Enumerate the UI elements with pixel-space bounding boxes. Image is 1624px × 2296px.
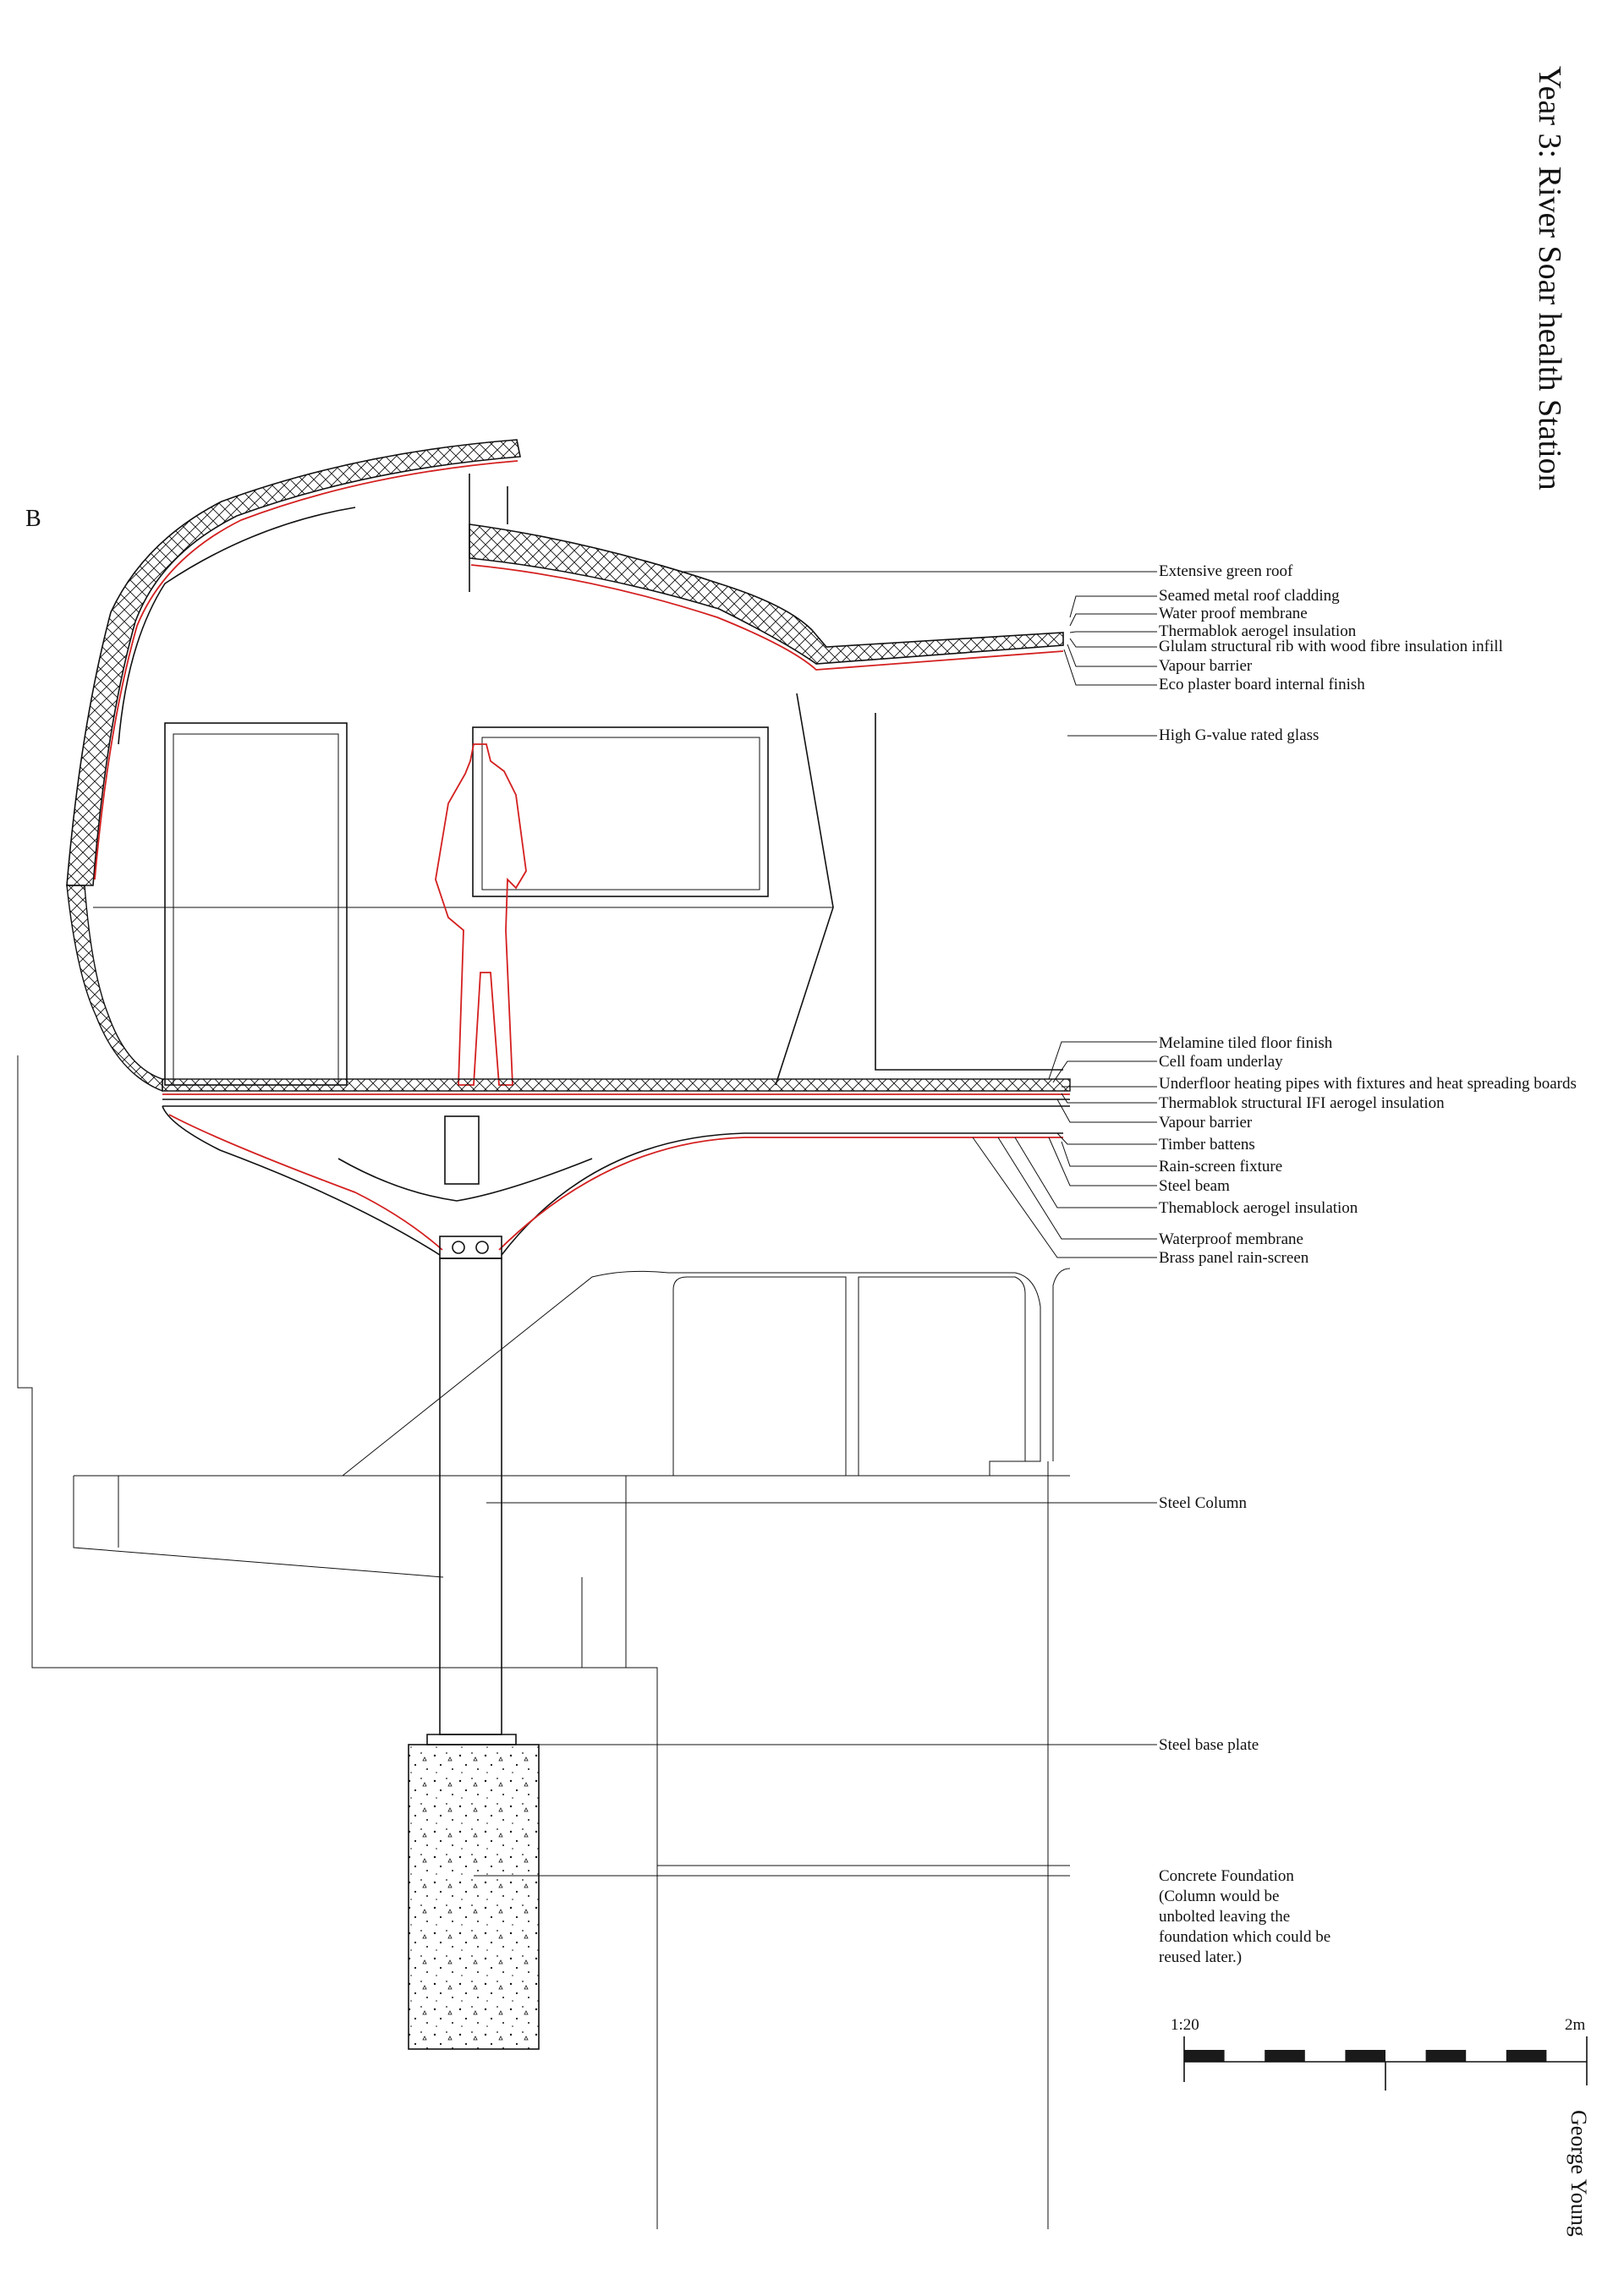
scale-bar: 1:20 2m (1171, 2016, 1588, 2091)
label-aerogel-insulation: Thermablok aerogel insulation (1159, 622, 1357, 640)
label-glulam-rib: Glulam structural rib with wood fibre in… (1159, 638, 1503, 655)
structure-labels: Steel Column Steel base plate Concrete F… (1159, 1494, 1330, 1966)
leader-lines (440, 571, 1157, 1877)
roof-labels: Extensive green roof Seamed metal roof c… (1159, 562, 1503, 744)
section-marker: B (25, 506, 41, 532)
label-green-roof: Extensive green roof (1159, 562, 1293, 580)
label-foundation-note-4: reused later.) (1159, 1948, 1242, 1966)
curved-roof (66, 439, 521, 886)
label-plaster-board: Eco plaster board internal finish (1159, 676, 1365, 693)
interior (93, 693, 1063, 1086)
scale-bar-segment (1345, 2050, 1385, 2062)
label-themablock-insulation: Themablock aerogel insulation (1159, 1199, 1358, 1217)
label-foundation-note-2: unbolted leaving the (1159, 1908, 1290, 1926)
scale-bar-segment (1184, 2050, 1225, 2062)
label-metal-cladding: Seamed metal roof cladding (1159, 587, 1340, 605)
scale-bar-segment (1265, 2050, 1305, 2062)
label-timber-battens: Timber battens (1159, 1136, 1255, 1153)
label-structural-insulation: Thermablok structural IFI aerogel insula… (1159, 1094, 1445, 1112)
underside-rainscreen (162, 1105, 1063, 1259)
green-roof (469, 474, 1064, 671)
label-foundation-note-3: foundation which could be (1159, 1928, 1330, 1946)
label-underfloor-heating: Underfloor heating pipes with fixtures a… (1159, 1075, 1577, 1093)
label-foundation: Concrete Foundation (1159, 1867, 1294, 1885)
label-steel-column: Steel Column (1159, 1494, 1247, 1512)
author-name: George Young (1566, 2110, 1591, 2237)
label-foundation-note-1: (Column would be (1159, 1888, 1280, 1905)
label-waterproof-membrane: Water proof membrane (1159, 605, 1308, 622)
scale-bar-segment (1425, 2050, 1467, 2062)
floor-slab (66, 885, 1071, 1107)
label-steel-beam: Steel beam (1159, 1177, 1230, 1195)
scale-end-label: 2m (1565, 2016, 1586, 2034)
scale-ratio: 1:20 (1171, 2016, 1199, 2034)
scale-bar-segment (1506, 2050, 1547, 2062)
label-glass: High G-value rated glass (1159, 726, 1319, 744)
label-floor-finish: Melamine tiled floor finish (1159, 1034, 1333, 1052)
label-floor-vapour-barrier: Vapour barrier (1159, 1114, 1253, 1132)
label-vapour-barrier: Vapour barrier (1159, 657, 1253, 675)
label-base-plate: Steel base plate (1159, 1736, 1259, 1754)
label-under-waterproof-membrane: Waterproof membrane (1159, 1230, 1303, 1248)
label-foam-underlay: Cell foam underlay (1159, 1053, 1283, 1071)
human-figure-icon (435, 743, 527, 1086)
drawing-title: Year 3: River Soar health Station (1532, 66, 1567, 490)
label-rainscreen-fixture: Rain-screen fixture (1159, 1158, 1282, 1175)
floor-labels: Melamine tiled floor finish Cell foam un… (1159, 1034, 1577, 1267)
label-brass-rainscreen: Brass panel rain-screen (1159, 1249, 1309, 1267)
context-linework (17, 1055, 1071, 2229)
steel-column (439, 1258, 502, 1735)
concrete-foundation (408, 1744, 540, 2050)
